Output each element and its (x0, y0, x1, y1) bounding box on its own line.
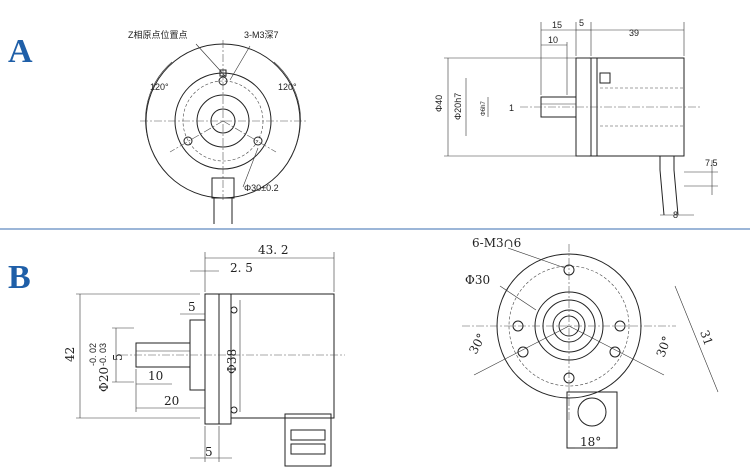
leader-screw (229, 45, 251, 81)
b-hole-3 (512, 320, 524, 332)
b-body (230, 293, 335, 419)
b-dim-phi30: Φ30 (465, 273, 490, 287)
panel-b-front-view: 6-M3∩6 Φ30 30° 30° 31 18° (462, 236, 719, 449)
z-marker (219, 69, 227, 77)
dim-39: 39 (629, 28, 639, 38)
b-dim-phi20: Φ20 (97, 367, 111, 392)
dim-15: 15 (552, 20, 562, 30)
b-flange-2 (218, 293, 232, 425)
b-screw-label: 6-M3∩6 (472, 236, 521, 250)
dim-phi6h7: Φ6h7 (481, 101, 487, 116)
dim-7-5: 7.5 (705, 158, 718, 168)
b-dim-5-key: 5 (111, 353, 125, 361)
b-dim-5-top: 5 (188, 300, 196, 314)
b-angle-line-left (473, 325, 570, 376)
bolt-circle-label: Φ30±0.2 (244, 183, 279, 193)
b-angle-right: 30° (654, 334, 674, 359)
dim-10: 10 (548, 35, 558, 45)
b-connector-ring1 (290, 429, 326, 441)
b-connector-ring2 (290, 443, 326, 455)
b-dim-10: 10 (148, 369, 163, 383)
b-angle-left: 30° (466, 331, 488, 356)
b-dim-2-5: 2. 5 (230, 261, 253, 275)
dim-phi40: Φ40 (434, 95, 444, 112)
b-dim-31: 31 (697, 328, 715, 347)
b-flange (204, 293, 220, 425)
dim-5: 5 (579, 18, 584, 28)
b-leader-phi30 (499, 285, 537, 311)
b-hole-6 (609, 346, 621, 358)
screw-label: 3-M3深7 (244, 30, 279, 40)
bolt-hole-left (183, 136, 193, 146)
leader-bolt-circle (242, 147, 259, 188)
b-hole-1 (563, 264, 575, 276)
bolt-hole-right (253, 136, 263, 146)
b-dim-phi38: Φ38 (225, 349, 239, 374)
z-point-label: Z相原点位置点 (128, 29, 188, 40)
b-hole-2 (563, 372, 575, 384)
b-dim-5-bottom: 5 (205, 445, 213, 459)
side-cable-left (659, 156, 665, 216)
b-hole-4 (614, 320, 626, 332)
b-flange-hole-bottom (230, 406, 238, 414)
b-leader-screw (507, 247, 566, 269)
side-cable-right (673, 156, 679, 216)
b-dim-18: 18° (580, 435, 601, 449)
b-tol-lower: -0. 03 (98, 343, 108, 366)
b-connector (284, 413, 332, 467)
leader-z (195, 43, 227, 78)
b-hole-5 (517, 346, 529, 358)
panel-a-side-view: 15 5 39 10 Φ40 Φ20h7 Φ6h7 1 7.5 8 (434, 18, 718, 220)
b-dim-31-line (674, 285, 719, 393)
b-tol-upper: -0. 02 (88, 343, 98, 366)
b-dim-43-2: 43. 2 (258, 243, 289, 257)
panel-b-side-view: 43. 2 2. 5 5 42 -0. 02 -0. 03 Φ20 5 10 2… (63, 243, 345, 467)
b-front-connector-ring (577, 397, 607, 427)
b-flange-hole-top (230, 306, 238, 314)
cable-gland (211, 177, 235, 199)
panel-letter-a: A (8, 33, 33, 70)
angle-left-label: 120° (150, 82, 169, 92)
b-dim-42: 42 (63, 347, 77, 362)
centerline-right (222, 120, 277, 153)
centerline-left (169, 120, 224, 153)
side-screw-mark (599, 72, 611, 84)
panel-a-front-view: Z相原点位置点 3-M3深7 120° 120° Φ30±0.2 (128, 29, 306, 224)
dim-1: 1 (509, 103, 514, 113)
b-angle-line-right (568, 325, 665, 376)
dim-8: 8 (673, 210, 678, 220)
angle-arc-left (145, 61, 173, 161)
dim-phi20h7: Φ20h7 (453, 93, 463, 120)
angle-right-label: 120° (278, 82, 297, 92)
b-dim-20: 20 (164, 394, 179, 408)
angle-arc-right (273, 61, 301, 161)
panel-letter-b: B (8, 259, 31, 296)
